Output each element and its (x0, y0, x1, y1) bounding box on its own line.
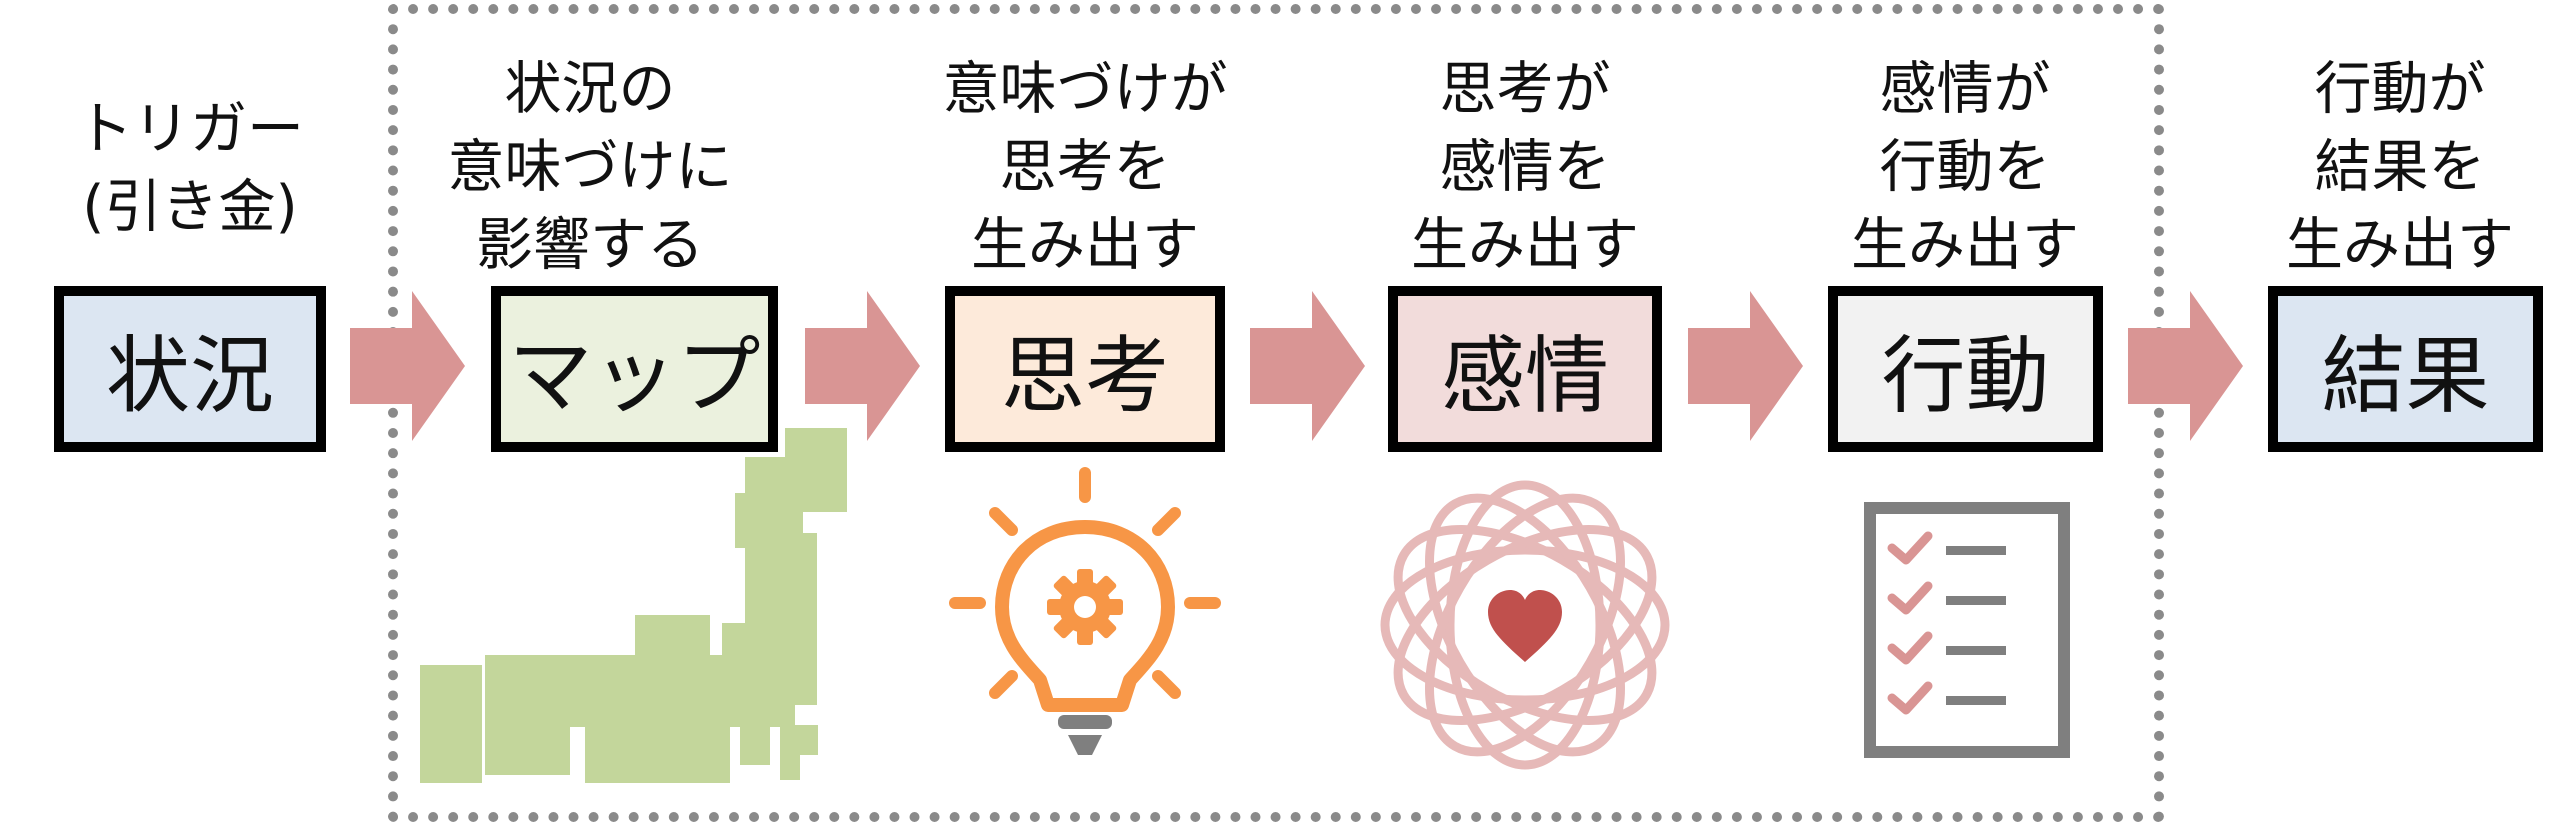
arrow-right-icon (350, 291, 465, 441)
step-label-behavior: 行動 (1881, 326, 2050, 425)
step-box-emotion: 感情 (1388, 286, 1662, 452)
caption-situation: トリガー (引き金) (76, 96, 304, 240)
step-box-situation: 状況 (54, 286, 326, 452)
arrow-right-icon (1250, 291, 1365, 441)
caption-behavior: 感情が 行動を 生み出す (1851, 56, 2079, 278)
step-label-emotion: 感情 (1440, 326, 1609, 425)
caption-thought: 意味づけが 思考を 生み出す (942, 56, 1228, 278)
step-box-thought: 思考 (945, 286, 1225, 452)
japan-map-icon (420, 428, 847, 783)
caption-result: 行動が 結果を 生み出す (2286, 56, 2514, 278)
arrow-right-icon (2128, 291, 2243, 441)
step-label-thought: 思考 (1000, 326, 1169, 425)
step-label-result: 結果 (2321, 326, 2490, 425)
caption-map: 状況の 意味づけに 影響する (447, 56, 733, 278)
caption-emotion: 思考が 感情を 生み出す (1411, 56, 1639, 278)
step-label-map: マップ (508, 326, 761, 425)
cognitive-process-frame (388, 4, 2164, 822)
arrow-right-icon (805, 291, 920, 441)
lightbulb-gear-icon (949, 467, 1221, 755)
checklist-icon (1864, 502, 2070, 758)
heart-orbit-icon (1380, 480, 1670, 770)
step-box-result: 結果 (2268, 286, 2543, 452)
step-label-situation: 状況 (105, 326, 274, 425)
step-box-behavior: 行動 (1828, 286, 2103, 452)
arrow-right-icon (1688, 291, 1803, 441)
step-box-map: マップ (491, 286, 778, 452)
